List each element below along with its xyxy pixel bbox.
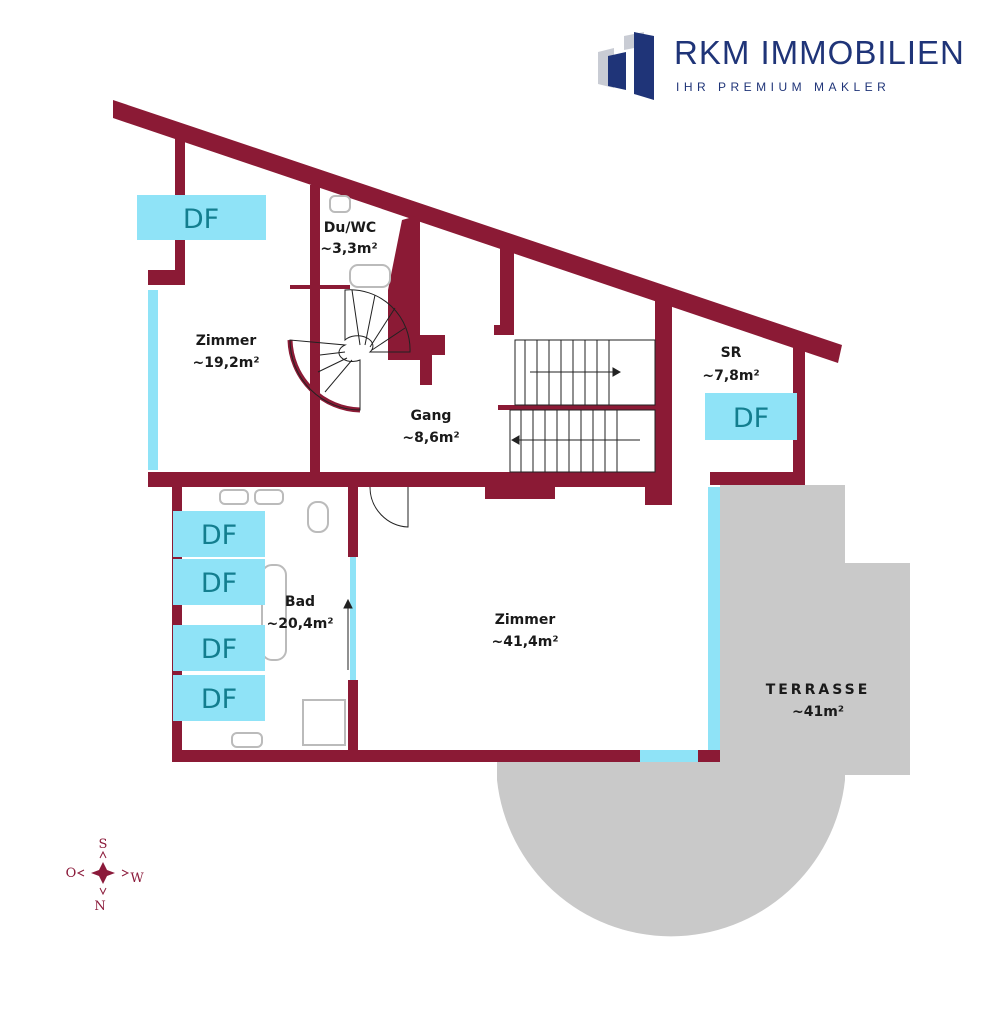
- compass-west: W: [130, 871, 144, 886]
- svg-text:DF: DF: [733, 403, 769, 434]
- terrace-area: [497, 485, 910, 937]
- room-name-bad: Bad: [285, 594, 315, 610]
- svg-text:DF: DF: [183, 204, 219, 235]
- compass-rose-icon: S N O W: [66, 837, 145, 914]
- staircase: [289, 289, 656, 473]
- room-area-terrasse: ~41m²: [792, 704, 844, 720]
- brand-logo: RKM IMMOBILIEN IHR PREMIUM MAKLER: [596, 28, 986, 100]
- room-area-du-wc: ~3,3m²: [320, 241, 377, 257]
- windows: [148, 290, 720, 762]
- brand-name: RKM IMMOBILIEN: [674, 34, 965, 71]
- svg-text:DF: DF: [201, 520, 237, 551]
- room-area-zimmer-1: ~19,2m²: [193, 355, 260, 371]
- svg-text:DF: DF: [201, 568, 237, 599]
- building-logo-icon: [598, 32, 654, 100]
- skylight-df-2: DF: [705, 393, 797, 440]
- svg-text:DF: DF: [201, 634, 237, 665]
- brand-tagline: IHR PREMIUM MAKLER: [676, 80, 891, 94]
- room-area-gang: ~8,6m²: [402, 430, 459, 446]
- room-area-bad: ~20,4m²: [267, 616, 334, 632]
- compass-north: N: [94, 899, 105, 914]
- room-name-terrasse: TERRASSE: [766, 682, 871, 698]
- doors: [343, 486, 409, 670]
- skylight-df-5: DF: [173, 625, 265, 671]
- sanitary-fixtures: [219, 195, 391, 748]
- skylight-df-3: DF: [173, 511, 265, 557]
- skylight-df-1: DF: [137, 195, 266, 240]
- room-name-du-wc: Du/WC: [324, 220, 376, 236]
- skylight-df-6: DF: [173, 675, 265, 721]
- room-name-zimmer-2: Zimmer: [495, 612, 556, 628]
- compass-east: O: [66, 866, 77, 881]
- svg-text:DF: DF: [201, 684, 237, 715]
- compass-south: S: [99, 837, 108, 852]
- room-name-sr: SR: [721, 345, 742, 361]
- skylight-df-4: DF: [173, 559, 265, 605]
- room-area-sr: ~7,8m²: [702, 368, 759, 384]
- room-name-zimmer-1: Zimmer: [196, 333, 257, 349]
- room-area-zimmer-2: ~41,4m²: [492, 634, 559, 650]
- room-name-gang: Gang: [411, 408, 452, 424]
